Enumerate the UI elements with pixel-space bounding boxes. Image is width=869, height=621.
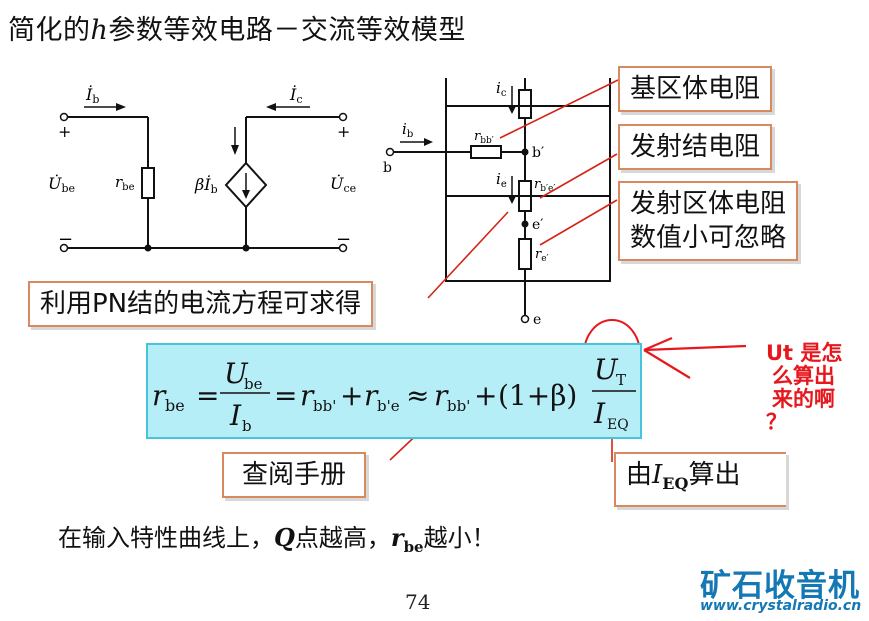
watermark-url: www.crystalradio.cn — [700, 598, 862, 614]
watermark-logo: 矿石收音机 — [700, 568, 860, 604]
callout-handbook: 查阅手册 — [222, 452, 367, 498]
plus-left: + — [58, 122, 71, 141]
svg-text:b'e: b'e — [377, 397, 400, 415]
ib-label: İb — [85, 84, 99, 106]
ic-label-right: ic — [496, 79, 507, 99]
svg-text:I: I — [229, 399, 242, 432]
minus-left: − — [58, 229, 73, 250]
page-number: 74 — [405, 590, 431, 614]
svg-text:(1+β): (1+β) — [498, 379, 577, 412]
rbe-formula-box: r be = U be I b = r bb' + r b'e ≈ r bb' … — [146, 343, 642, 439]
transistor-structure-diagram: ic ib b rbb′ b′ ie rb′e′ e′ re′ e — [383, 78, 611, 328]
question-note: Ut 是怎 么算出 来的啊 ？ — [766, 341, 843, 434]
callout-emitter-junction: 发射结电阻 — [618, 124, 773, 170]
callout-emitter-region: 发射区体电阻 数值小可忽略 — [618, 181, 799, 261]
svg-text:r: r — [434, 379, 449, 412]
svg-text:r: r — [300, 379, 315, 412]
ib-label-right: ib — [402, 120, 413, 140]
ie-label: ie — [496, 170, 507, 190]
ube-label: U̇be — [48, 174, 75, 195]
svg-text:=: = — [196, 379, 219, 412]
rbe-prime-label: rb′e′ — [534, 177, 555, 194]
slide-title: 简化的h参数等效电路－交流等效模型 — [8, 15, 466, 46]
ic-label: İc — [289, 84, 303, 106]
svg-text:r: r — [364, 379, 379, 412]
e-terminal-label: e — [533, 312, 541, 328]
callout-pn-equation: 利用PN结的电流方程可求得 — [28, 281, 374, 327]
rbe-label: rbe — [115, 173, 135, 193]
b-terminal-label: b — [383, 160, 392, 176]
svg-text:bb': bb' — [447, 397, 470, 415]
plus-right: + — [337, 122, 350, 141]
svg-text:be: be — [244, 375, 263, 393]
svg-text:T: T — [616, 371, 626, 389]
left-equivalent-circuit: İb İc + + − − U̇be U̇ce rbe βİb — [48, 84, 356, 253]
svg-text:=: = — [274, 379, 297, 412]
e-prime-label: e′ — [532, 217, 543, 233]
beta-ib-label: βİb — [194, 174, 218, 196]
callout-base-resistance: 基区体电阻 — [618, 66, 773, 112]
re-label: re′ — [535, 247, 549, 264]
uce-label: U̇ce — [330, 174, 356, 195]
bottom-statement: 在输入特性曲线上，Q点越高，rbe越小！ — [58, 523, 496, 556]
minus-right: − — [336, 229, 351, 250]
svg-text:U: U — [594, 353, 619, 386]
svg-text:+: + — [340, 379, 363, 412]
b-prime-label: b′ — [532, 145, 544, 161]
svg-text:+: + — [474, 379, 497, 412]
svg-text:r: r — [152, 379, 167, 412]
svg-text:bb': bb' — [313, 397, 336, 415]
svg-text:I: I — [593, 397, 606, 430]
svg-text:be: be — [165, 396, 185, 415]
svg-text:≈: ≈ — [406, 379, 429, 412]
rbe-formula: r be = U be I b = r bb' + r b'e ≈ r bb' … — [152, 353, 636, 435]
svg-text:b: b — [242, 417, 252, 435]
rbb-label: rbb′ — [474, 129, 494, 146]
callout-by-ieq: 由IEQ算出 — [614, 452, 786, 508]
svg-text:EQ: EQ — [607, 417, 629, 433]
svg-text:U: U — [224, 357, 249, 390]
